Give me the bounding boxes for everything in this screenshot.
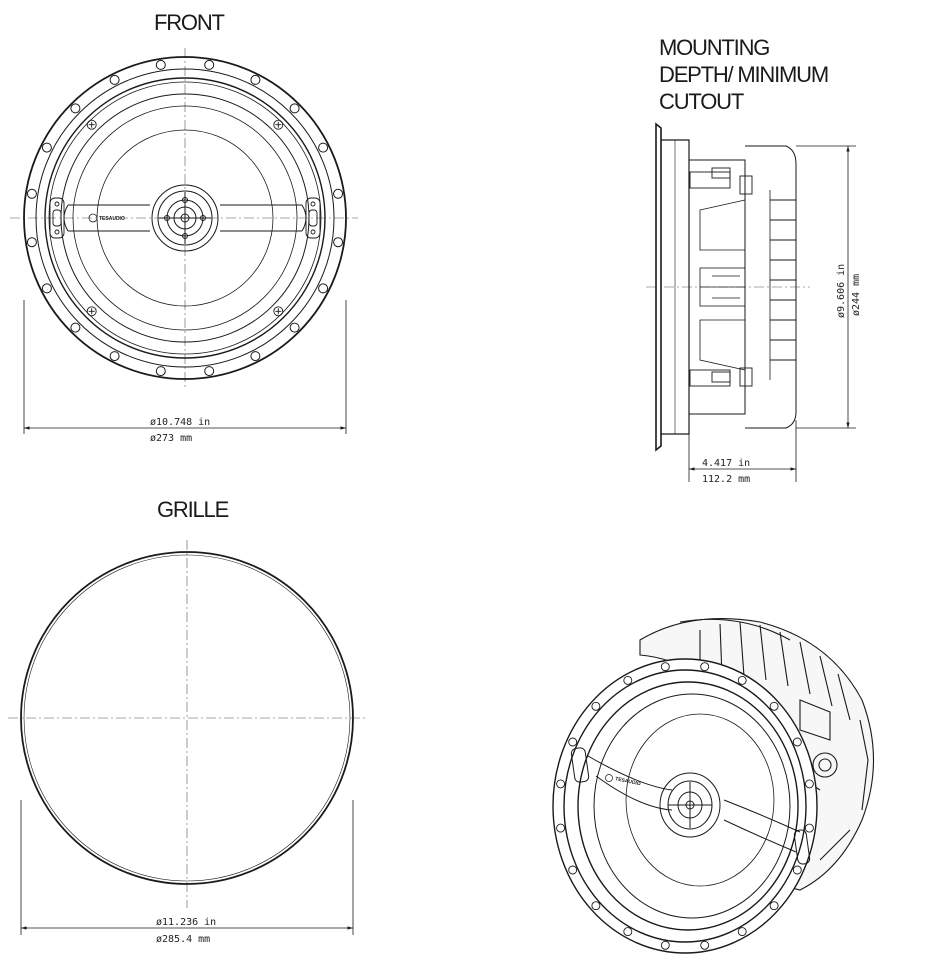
flange-hole [155,366,166,377]
logo-icon [88,213,98,223]
flange-hole [700,662,710,672]
front-woofer-surround-inner [72,105,298,331]
perspective-view [552,618,875,954]
mount-screw [273,306,284,317]
screw-slot [275,121,282,128]
flange-hole [556,823,566,833]
flange-hole [737,675,747,685]
grille-outline [20,551,354,885]
side-depth-dimension [688,420,797,482]
flange-hole [289,103,300,114]
flange-hole [769,901,779,911]
perspective-logo-text: TESAUDIO [615,776,642,787]
front-dim-mm: ø273 mm [150,433,192,444]
side-depth-mm: 112.2 mm [702,474,750,485]
flange-hole [792,865,802,875]
grille-centerlines [8,540,366,908]
perspective-flange [552,658,818,954]
flange-hole [700,940,710,950]
flange-hole [41,283,52,294]
flange-hole [250,351,261,362]
flange-hole [591,901,601,911]
front-flange-holes [26,59,344,377]
grille-outline-inner [23,554,351,882]
flange-hole [26,188,37,199]
front-dim-inches: ø10.748 in [150,417,210,428]
side-cutout-dimension [796,145,856,429]
flange-hole [769,701,779,711]
front-tweeter [151,184,219,252]
flange-hole [804,823,814,833]
front-logo-text: TESAUDIO [99,216,125,222]
mount-screw [86,119,97,130]
front-baffle-ring-inner [48,81,322,355]
screw-slot [275,308,282,315]
flange-hole [333,188,344,199]
front-mount-screws [86,119,284,317]
side-view [646,122,810,452]
front-baffle-ring [44,77,326,359]
flange-hole [318,283,329,294]
mounting-title-line-1: MOUNTING [659,35,770,60]
perspective-flange-holes [556,662,814,950]
front-clamp-left [49,197,65,239]
flange-hole [792,737,802,747]
side-flange [655,122,662,452]
front-dimension [23,300,347,434]
flange-hole [660,662,670,672]
screw-slot [88,121,95,128]
side-clamps [689,167,753,387]
perspective-cross-bar [570,747,811,865]
flange-hole [623,675,633,685]
flange-hole [318,142,329,153]
flange-hole [623,927,633,937]
side-internals [699,199,746,371]
grille-view [8,540,366,908]
mount-screw [86,306,97,317]
front-view-title: FRONT [154,10,225,35]
side-cutout-mm: ø244 mm [851,274,862,316]
flange-hole [155,59,166,70]
front-view [10,48,358,390]
side-cutout-inches: ø9.606 in [836,264,847,318]
front-clamp-right [305,197,321,239]
perspective-logo-icon [605,774,613,782]
flange-hole [568,865,578,875]
front-flange-inner-edge [35,68,335,368]
flange-hole [70,322,81,333]
flange-hole [70,103,81,114]
flange-hole [26,237,37,248]
flange-hole [204,366,215,377]
screw-slot [88,308,95,315]
grille-dimension [20,800,354,935]
flange-hole [289,322,300,333]
perspective-tweeter [659,772,721,838]
flange-hole [568,737,578,747]
flange-hole [250,74,261,85]
side-motor [745,145,797,429]
side-depth-inches: 4.417 in [702,458,750,469]
front-outer-flange [23,56,347,380]
flange-hole [804,779,814,789]
flange-hole [204,59,215,70]
grille-view-title: GRILLE [157,497,229,522]
mount-screw [273,119,284,130]
flange-hole [591,701,601,711]
flange-hole [109,351,120,362]
flange-hole [333,237,344,248]
flange-hole [556,779,566,789]
grille-dim-mm: ø285.4 mm [156,934,210,945]
flange-hole [737,927,747,937]
flange-hole [109,74,120,85]
grille-dim-inches: ø11.236 in [156,917,216,928]
flange-hole [41,142,52,153]
flange-hole [660,940,670,950]
mounting-title-line-3: CUTOUT [659,89,744,114]
mounting-title-line-2: DEPTH/ MINIMUM [659,62,829,87]
